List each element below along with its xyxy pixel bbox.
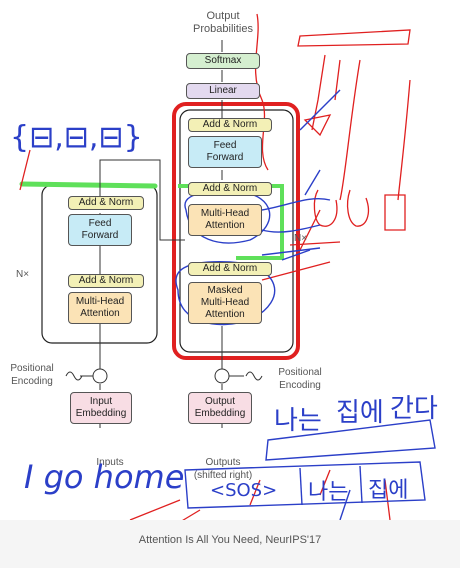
- green-underline-encoder: [19, 181, 158, 189]
- decoder-masked-attention: Masked Multi-Head Attention: [188, 282, 262, 324]
- decoder-red-outline: [172, 102, 300, 360]
- output-embedding-box: Output Embedding: [188, 392, 252, 424]
- decoder-feed-forward: Feed Forward: [188, 136, 262, 168]
- positional-encoding-right-label: Positional Encoding: [278, 367, 322, 391]
- decoder-output-3: 간다: [390, 394, 438, 424]
- encoder-multi-head-attention: Multi-Head Attention: [68, 292, 132, 324]
- positional-wave-right: [245, 371, 263, 381]
- caption-band: [0, 520, 460, 568]
- encoder-feed-forward: Feed Forward: [68, 214, 132, 246]
- linear-box: Linear: [186, 83, 260, 99]
- encoder-add-norm-top: Add & Norm: [68, 196, 144, 210]
- softmax-box: Softmax: [186, 53, 260, 69]
- decoder-input-1: 나는: [308, 480, 349, 505]
- input-embedding-box: Input Embedding: [70, 392, 132, 424]
- decoder-multi-head-attention: Multi-Head Attention: [188, 204, 262, 236]
- encoder-nx-label: N×: [16, 269, 30, 280]
- positional-encoding-left-label: Positional Encoding: [10, 363, 54, 387]
- sos-token-annotation: <SOS>: [210, 480, 278, 501]
- positional-wave-left: [65, 371, 83, 381]
- decoder-input-2: 집에: [368, 478, 409, 503]
- red-annotations: [19, 13, 411, 541]
- output-probabilities-label: Output Probabilities: [193, 10, 253, 35]
- encoder-add-norm-bottom: Add & Norm: [68, 274, 144, 288]
- outputs-label: Outputs (shifted right): [193, 457, 253, 481]
- decoder-output-2: 집에: [336, 398, 384, 428]
- decoder-output-1: 나는: [274, 406, 322, 436]
- encoder-vectors-annotation: {⊟,⊟,⊟}: [10, 120, 143, 155]
- decoder-add-norm-mid: Add & Norm: [188, 182, 272, 196]
- decoder-nx-label: N×: [294, 233, 308, 244]
- inputs-label: Inputs: [96, 457, 124, 468]
- input-sentence-annotation: I go home: [24, 458, 185, 496]
- decoder-add-norm-top: Add & Norm: [188, 118, 272, 132]
- figure-caption: Attention Is All You Need, NeurIPS'17: [138, 534, 322, 546]
- decoder-add-norm-bottom: Add & Norm: [188, 262, 272, 276]
